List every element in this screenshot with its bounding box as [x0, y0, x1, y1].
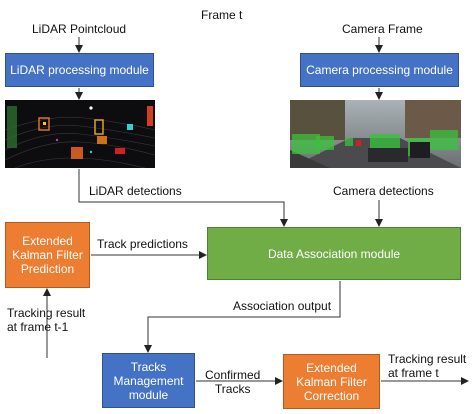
ekf-prediction-label: Extended Kalman Filter Prediction [12, 234, 83, 276]
tracking-result-label: Tracking result at frame t [388, 352, 467, 380]
lidar-processing-module-label: LiDAR processing module [10, 63, 149, 77]
confirmed-tracks-label: Confirmed Tracks [205, 368, 261, 396]
lidar-pointcloud-image [5, 100, 155, 168]
camera-detections-label: Camera detections [333, 184, 434, 198]
camera-frame-image [290, 100, 461, 168]
lidar-processing-module: LiDAR processing module [5, 53, 154, 87]
tracking-result-prev-label: Tracking result at frame t-1 [7, 306, 86, 334]
camera-frame-graphic [290, 100, 461, 168]
camera-frame-label: Camera Frame [342, 22, 423, 36]
data-association-label: Data Association module [267, 246, 401, 261]
lidar-pointcloud-label: LiDAR Pointcloud [32, 22, 127, 36]
frame-title: Frame t [201, 8, 243, 22]
tracks-management-module: Tracks Management module [102, 353, 195, 408]
lidar-detections-label: LiDAR detections [89, 184, 182, 198]
lidar-pointcloud-graphic [5, 100, 155, 168]
arrow-association-to-tracks-management [144, 281, 341, 353]
camera-processing-module-label: Camera processing module [306, 63, 453, 77]
association-output-label: Association output [233, 299, 332, 313]
data-association-module: Data Association module [207, 227, 461, 280]
camera-processing-module: Camera processing module [300, 53, 459, 87]
ekf-prediction-box: Extended Kalman Filter Prediction [5, 222, 90, 288]
track-predictions-label: Track predictions [97, 237, 188, 251]
ekf-correction-label: Extended Kalman Filter Correction [296, 360, 367, 403]
tracks-management-label: Tracks Management module [113, 359, 184, 402]
ekf-correction-box: Extended Kalman Filter Correction [283, 354, 380, 409]
